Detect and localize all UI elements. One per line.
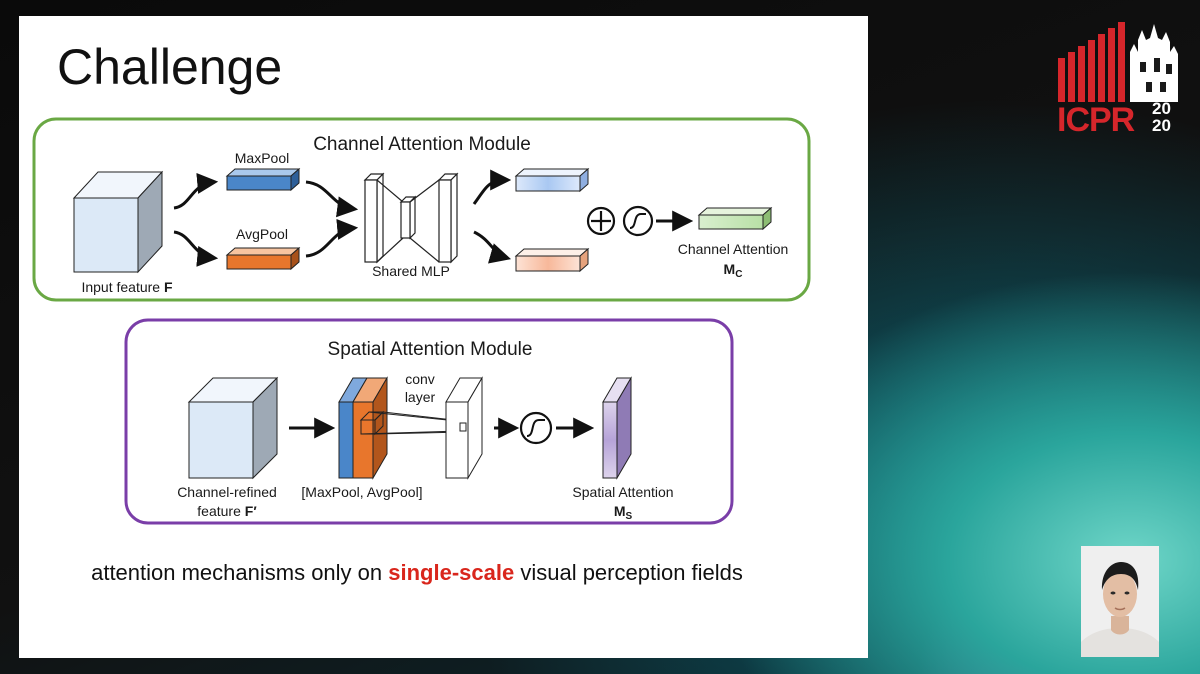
spatial-attention-map [602,376,632,480]
refined-feature-label-line2: feature F′ [197,503,257,519]
conv-layer-label-line2: layer [405,389,436,405]
conv-layer-label-line1: conv [405,371,435,387]
caption-before: attention mechanisms only on [91,560,389,585]
spatial-sigmoid-icon [519,411,553,445]
sigmoid-icon [622,205,654,237]
shared-mlp [363,172,459,264]
pooled-maps-label: [MaxPool, AvgPool] [301,484,422,500]
logo-cathedral [1130,24,1178,102]
slide-caption: attention mechanisms only on single-scal… [19,560,815,586]
channel-attention-symbol: MC [724,261,743,280]
spatial-attention-label: Spatial Attention [572,484,673,500]
attention-diagram: Channel Attention Module Input feature F… [32,117,811,525]
logo-text: ICPR [1057,101,1135,134]
pooled-feature-maps [338,376,388,480]
sum-operator-icon [586,206,616,236]
input-feature-label: Input feature F [81,279,173,295]
spatial-module-border [124,318,734,525]
avgpool-vector [225,246,301,271]
caption-highlight: single-scale [388,560,515,585]
refined-feature-label-line1: Channel-refined [177,484,277,500]
arrow-avgpool-to-mlp [305,219,359,258]
logo-bars [1058,22,1125,102]
arrow-to-maxpool [173,173,219,210]
channel-module-title: Channel Attention Module [313,134,531,155]
presenter-avatar-icon [1081,546,1159,657]
shared-mlp-label: Shared MLP [372,263,450,279]
logo-year-top: 20 [1152,99,1171,118]
refined-feature-cube [187,376,279,480]
arrow-to-avgpool [173,230,219,267]
icpr-logo: ICPR 20 20 [1057,22,1178,134]
channel-attention-module: Channel Attention Module Input feature F… [32,117,811,302]
spatial-module-title: Spatial Attention Module [328,339,533,360]
channel-module-border [32,117,811,302]
spatial-attention-module: Spatial Attention Module Channel-refined… [124,318,734,525]
presenter-photo [1081,546,1159,657]
maxpool-vector [225,167,301,192]
avgpool-label: AvgPool [236,226,288,242]
caption-after: visual perception fields [514,560,743,585]
conv-layer-map [445,376,483,480]
mlp-output-vector-max [514,167,590,193]
slide: Challenge Channel Attention Module [19,16,868,658]
slide-title: Challenge [57,39,283,95]
input-feature-cube [72,170,164,274]
arrow-maxpool-to-mlp [305,180,359,218]
spatial-attention-symbol: MS [614,503,633,522]
arrow-mlp-to-bottom-vector [473,230,512,264]
mlp-output-vector-avg [514,247,590,273]
maxpool-label: MaxPool [235,150,289,166]
channel-attention-vector [697,206,773,231]
channel-attention-label: Channel Attention [678,241,789,257]
logo-year-bottom: 20 [1152,116,1171,134]
arrow-mlp-to-top-vector [472,169,512,205]
